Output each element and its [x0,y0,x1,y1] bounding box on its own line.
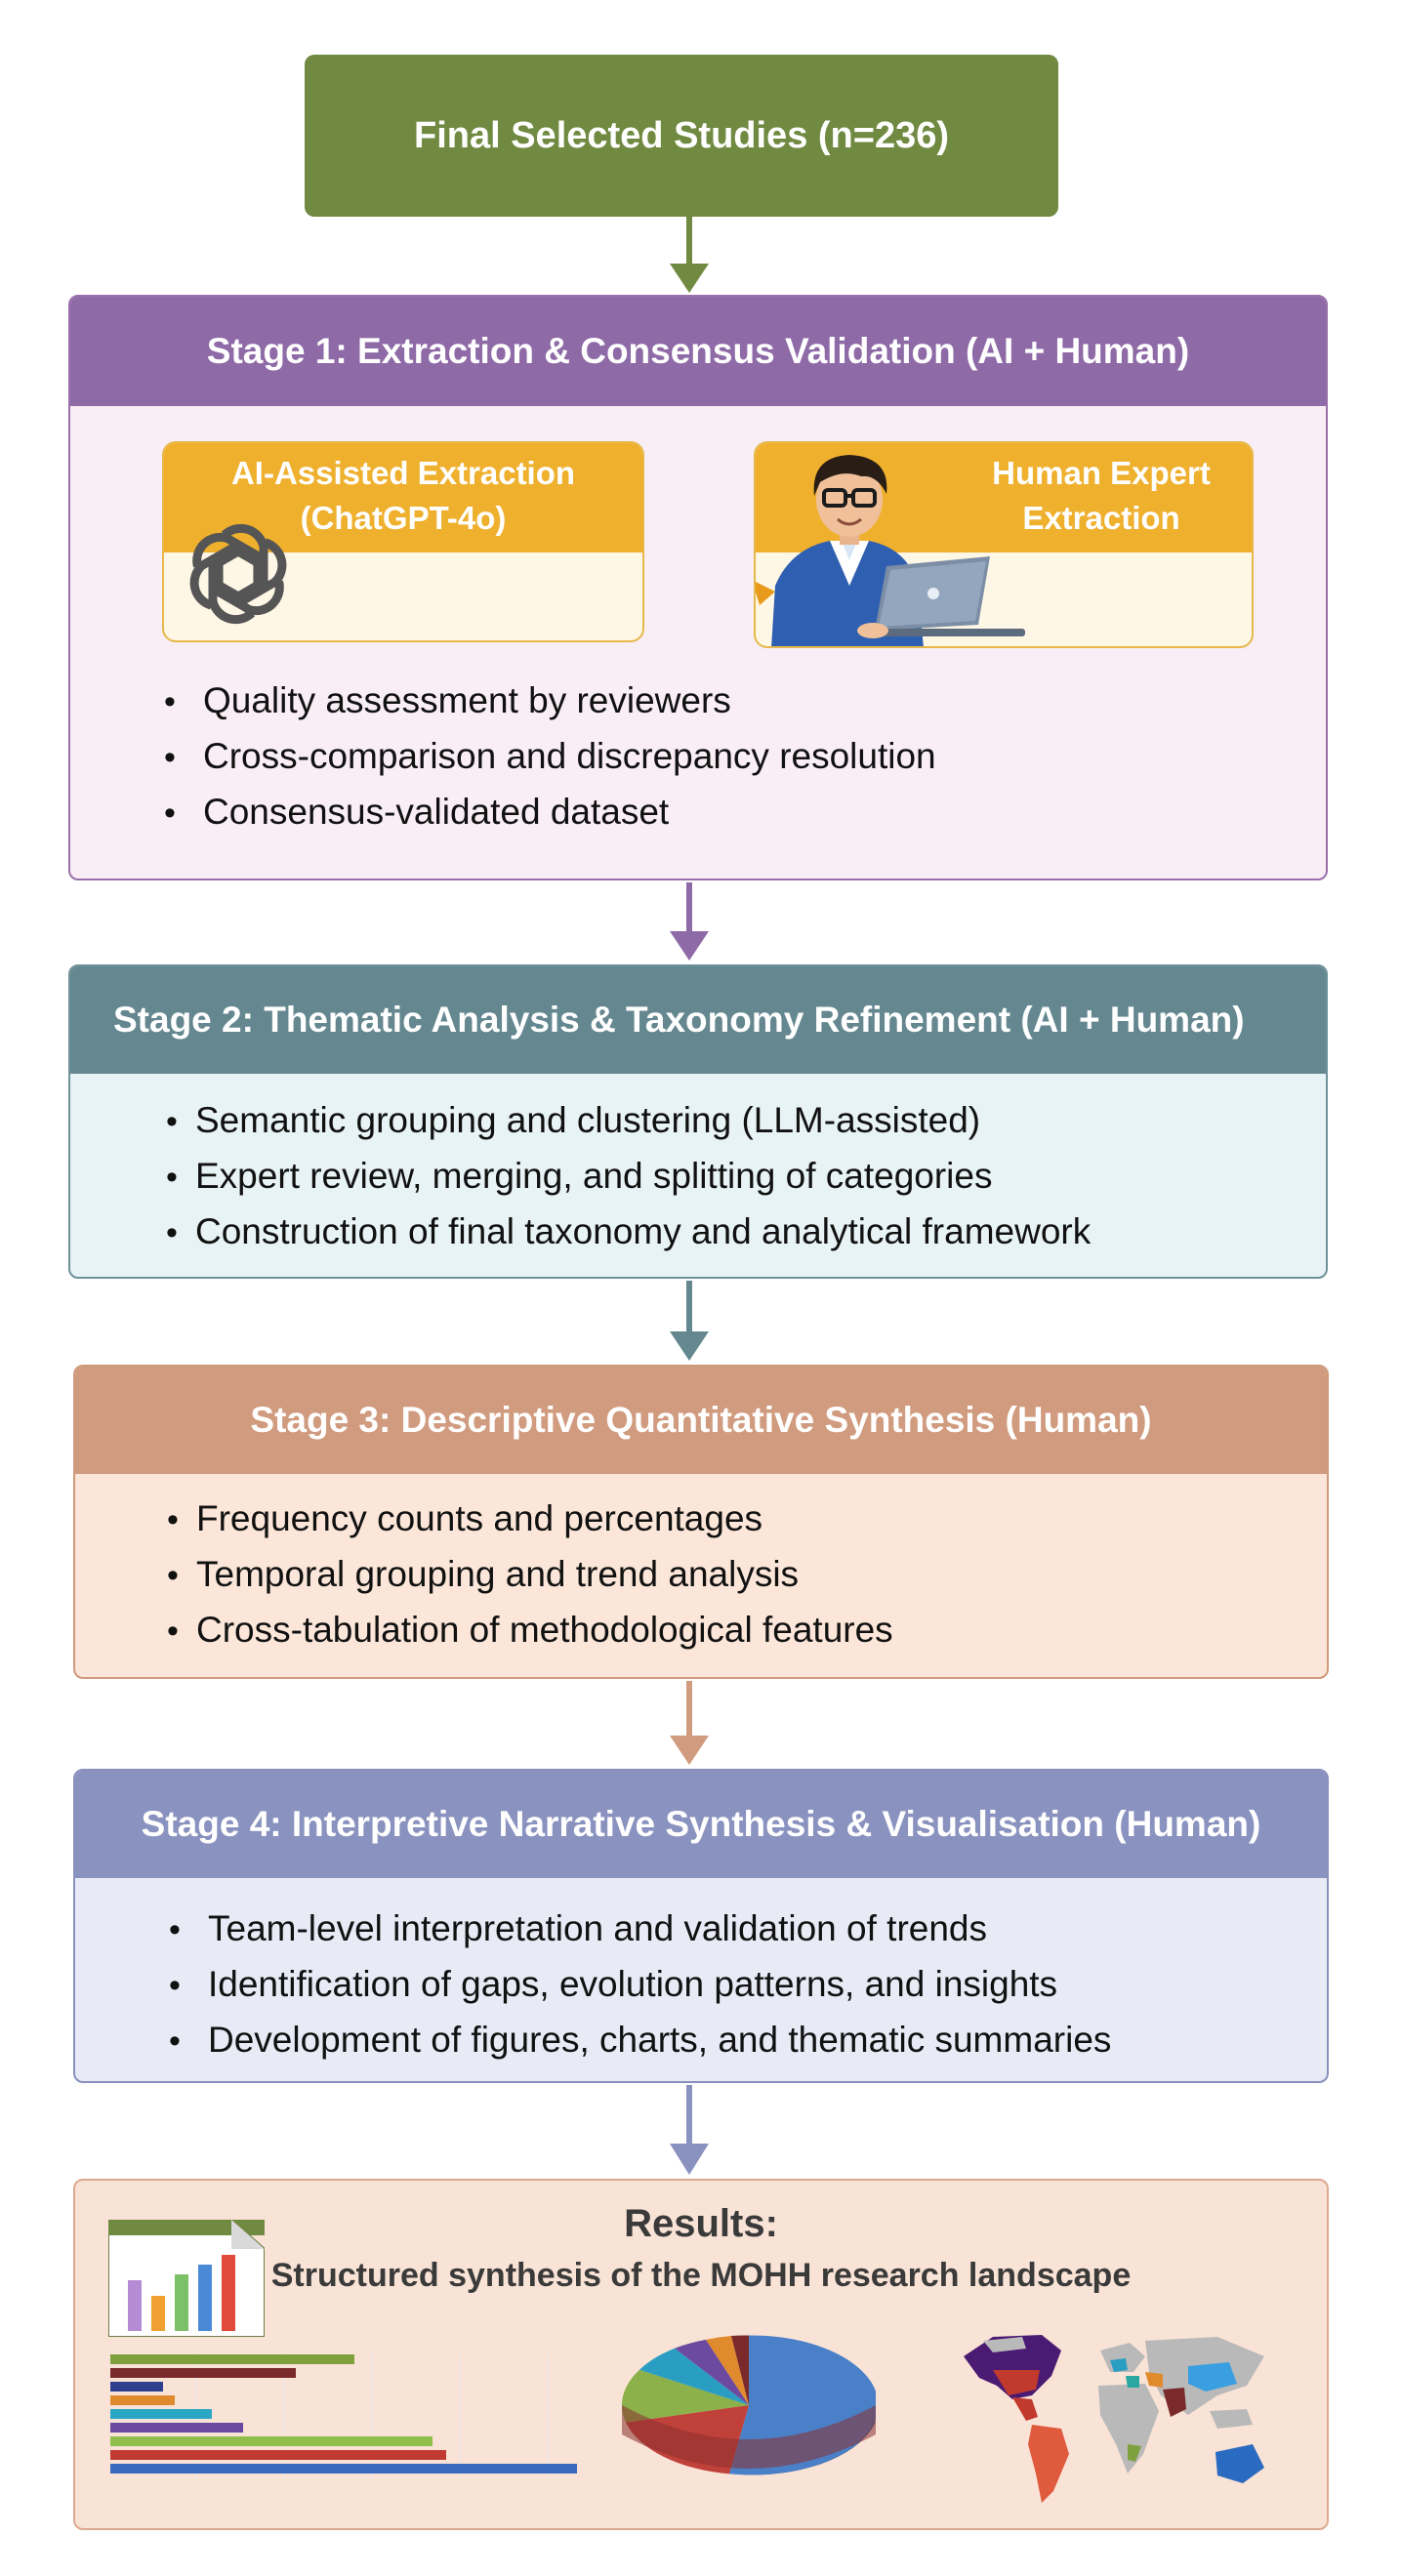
stage1-title: Stage 1: Extraction & Consensus Validati… [70,297,1326,406]
openai-logo-icon [189,523,287,625]
world-map-thumbnail [964,2335,1264,2503]
stage3-panel: Stage 3: Descriptive Quantitative Synthe… [73,1365,1329,1679]
human-card-line1: Human Expert [992,455,1211,491]
arrow-to-stage2 [670,882,709,961]
stage4-bullets: Team-level interpretation and validation… [169,1901,1111,2068]
ai-assisted-extraction-card: AI-Assisted Extraction (ChatGPT-4o) [162,441,644,642]
stage2-title: Stage 2: Thematic Analysis & Taxonomy Re… [70,966,1326,1074]
pie-chart-thumbnail [622,2335,876,2475]
stage4-bullet: Development of figures, charts, and them… [169,2013,1111,2068]
stage3-title: Stage 3: Descriptive Quantitative Synthe… [75,1367,1327,1474]
stage4-bullet: Identification of gaps, evolution patter… [169,1957,1111,2013]
results-subtitle: Structured synthesis of the MOHH researc… [270,2257,1132,2294]
stage2-bullet: Construction of final taxonomy and analy… [166,1205,1091,1260]
stage3-bullet: Cross-tabulation of methodological featu… [167,1603,893,1658]
stage4-panel: Stage 4: Interpretive Narrative Synthesi… [73,1769,1329,2083]
arrow-to-stage4 [670,1681,709,1765]
final-selected-studies-label: Final Selected Studies (n=236) [413,114,949,156]
stage3-bullets: Frequency counts and percentages Tempora… [167,1492,893,1658]
stage1-bullet: Cross-comparison and discrepancy resolut… [164,729,936,785]
stage4-title: Stage 4: Interpretive Narrative Synthesi… [75,1771,1327,1878]
results-panel: Results: Structured synthesis of the MOH… [73,2179,1329,2530]
stage2-panel: Stage 2: Thematic Analysis & Taxonomy Re… [68,964,1328,1279]
ai-card-line2: (ChatGPT-4o) [300,500,507,536]
ai-card-line1: AI-Assisted Extraction [230,455,576,491]
final-selected-studies-box: Final Selected Studies (n=236) [305,55,1058,217]
person-laptop-illustration [756,455,1025,646]
stage1-bullets: Quality assessment by reviewers Cross-co… [164,674,936,840]
results-title: Results: [624,2202,778,2245]
arrow-to-stage3 [670,1281,709,1361]
arrow-to-results [670,2085,709,2175]
stage4-bullet: Team-level interpretation and validation… [169,1901,1111,1957]
stage1-bullet: Quality assessment by reviewers [164,674,936,729]
bar-chart-icon [108,2220,265,2337]
human-card-line2: Extraction [1022,500,1180,536]
human-expert-extraction-card: Human Expert Extraction [754,441,1254,648]
stage2-bullets: Semantic grouping and clustering (LLM-as… [166,1093,1091,1260]
stage2-bullet: Expert review, merging, and splitting of… [166,1149,1091,1205]
stage2-bullet: Semantic grouping and clustering (LLM-as… [166,1093,1091,1149]
arrow-to-stage1 [670,217,709,293]
stage1-bullet: Consensus-validated dataset [164,785,936,840]
stage3-bullet: Frequency counts and percentages [167,1492,893,1547]
stage3-bullet: Temporal grouping and trend analysis [167,1547,893,1603]
horizontal-bar-chart-thumbnail [110,2352,577,2479]
